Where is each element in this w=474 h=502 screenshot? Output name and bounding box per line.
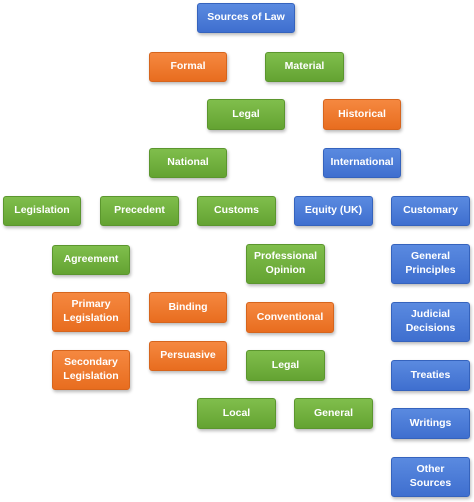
node-treaties: Treaties — [391, 360, 470, 391]
node-general: General — [294, 398, 373, 429]
node-writings: Writings — [391, 408, 470, 439]
node-other-sources: Other Sources — [391, 457, 470, 497]
node-international: International — [323, 148, 401, 178]
node-formal: Formal — [149, 52, 227, 82]
node-persuasive: Persuasive — [149, 341, 227, 371]
node-professional-opinion: Professional Opinion — [246, 244, 325, 284]
node-primary-legislation: Primary Legislation — [52, 292, 130, 332]
node-local: Local — [197, 398, 276, 429]
node-agreement: Agreement — [52, 245, 130, 275]
node-legislation: Legislation — [3, 196, 81, 226]
node-legal-material: Legal — [207, 99, 285, 130]
node-binding: Binding — [149, 292, 227, 323]
node-conventional: Conventional — [246, 302, 334, 333]
node-general-principles: General Principles — [391, 244, 470, 284]
node-national: National — [149, 148, 227, 178]
node-secondary-legislation: Secondary Legislation — [52, 350, 130, 390]
node-material: Material — [265, 52, 344, 82]
node-equity-uk: Equity (UK) — [294, 196, 373, 226]
node-customary: Customary — [391, 196, 470, 226]
node-precedent: Precedent — [100, 196, 179, 226]
node-judicial-decisions: Judicial Decisions — [391, 302, 470, 342]
node-legal-customs: Legal — [246, 350, 325, 381]
node-sources-of-law: Sources of Law — [197, 3, 295, 33]
node-customs: Customs — [197, 196, 276, 226]
node-historical: Historical — [323, 99, 401, 130]
